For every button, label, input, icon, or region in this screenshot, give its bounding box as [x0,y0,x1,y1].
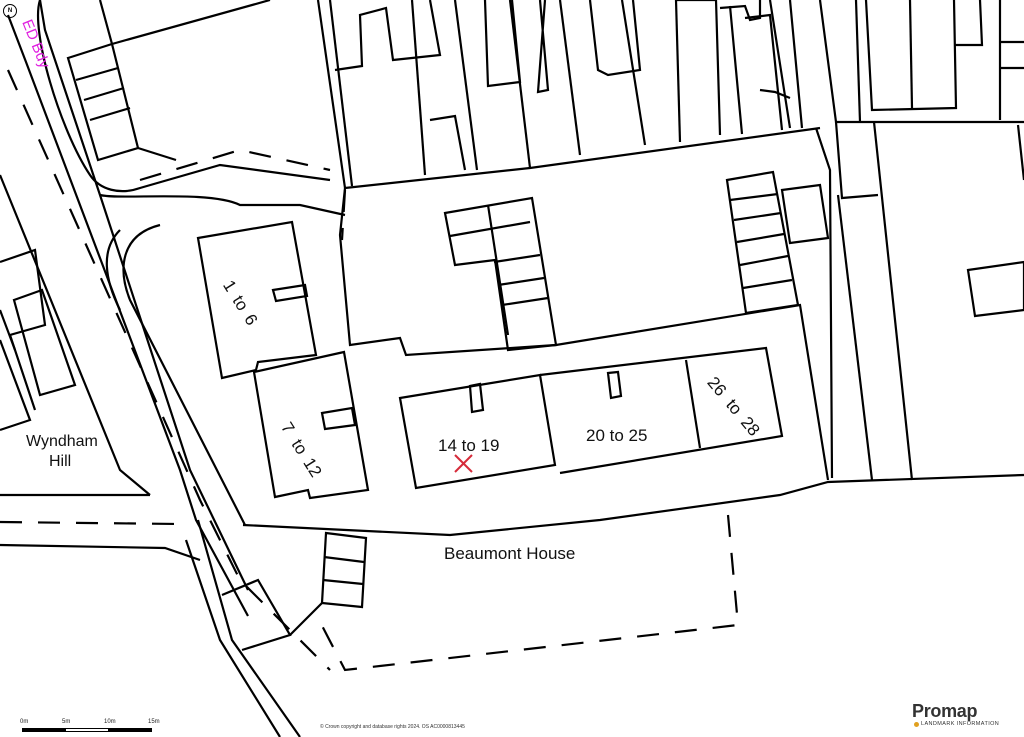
right-garages [725,170,830,315]
scale-bar: 0m 5m 10m 15m [20,719,170,735]
svg-text:6: 6 [240,311,261,329]
label-20-to-25: 20 to 25 [586,426,647,445]
svg-text:to: to [288,436,312,458]
label-wyndham-hill-line2: Hill [49,453,71,470]
access-dash [340,189,347,241]
promap-logo: Promap LANDMARK INFORMATION [912,701,999,727]
beaumont-house-garages [221,531,368,652]
label-beaumont-house: Beaumont House [444,544,575,563]
terrace-houses-top [316,0,821,190]
north-arrow-glyph: N [7,8,13,14]
label-7-to-12: 7 to 12 [277,419,325,481]
subject-property-marker-icon [454,454,473,473]
brand-dot-icon [914,721,919,727]
brand-subtitle: LANDMARK INFORMATION [921,721,1000,727]
north-arrow-icon: N [3,4,17,18]
copyright-notice: © Crown copyright and database rights 20… [320,724,465,730]
road-centre-dash [0,520,181,526]
wyndham-hill-buildings [0,248,77,432]
scale-label-15: 15m [148,719,160,725]
scale-segment-2 [65,728,109,732]
scale-label-5: 5m [62,719,71,725]
right-side-plots [814,0,1024,481]
building-14-to-28 [398,346,784,490]
svg-text:28: 28 [737,413,764,440]
svg-text:12: 12 [299,454,325,480]
scale-label-10: 10m [104,719,116,725]
beaumont-house-boundary [317,514,740,672]
svg-text:to: to [229,292,253,314]
label-26-to-28: 26 to 28 [703,373,763,440]
svg-text:1: 1 [219,277,240,295]
access-road [36,0,346,526]
scale-segment-1 [22,728,66,732]
label-14-to-19: 14 to 19 [438,436,499,455]
brand-subtitle-row: LANDMARK INFORMATION [914,721,999,727]
scale-segment-3 [108,728,152,732]
svg-text:to: to [722,395,746,418]
label-1-to-6: 1 to 6 [219,277,261,329]
garages-top-left [66,0,271,162]
scale-label-0: 0m [20,719,29,725]
label-wyndham-hill: Wyndham [26,433,98,450]
svg-text:7: 7 [277,419,298,437]
estate-enclosure [0,187,1024,562]
main-road [0,0,331,737]
building-7-to-12 [252,350,370,500]
svg-text:26: 26 [703,373,730,400]
label-ed-boundary: ED Bdy [18,17,53,71]
brand-name: Promap [912,701,978,721]
central-garages [443,196,558,352]
building-1-to-6 [196,220,318,380]
